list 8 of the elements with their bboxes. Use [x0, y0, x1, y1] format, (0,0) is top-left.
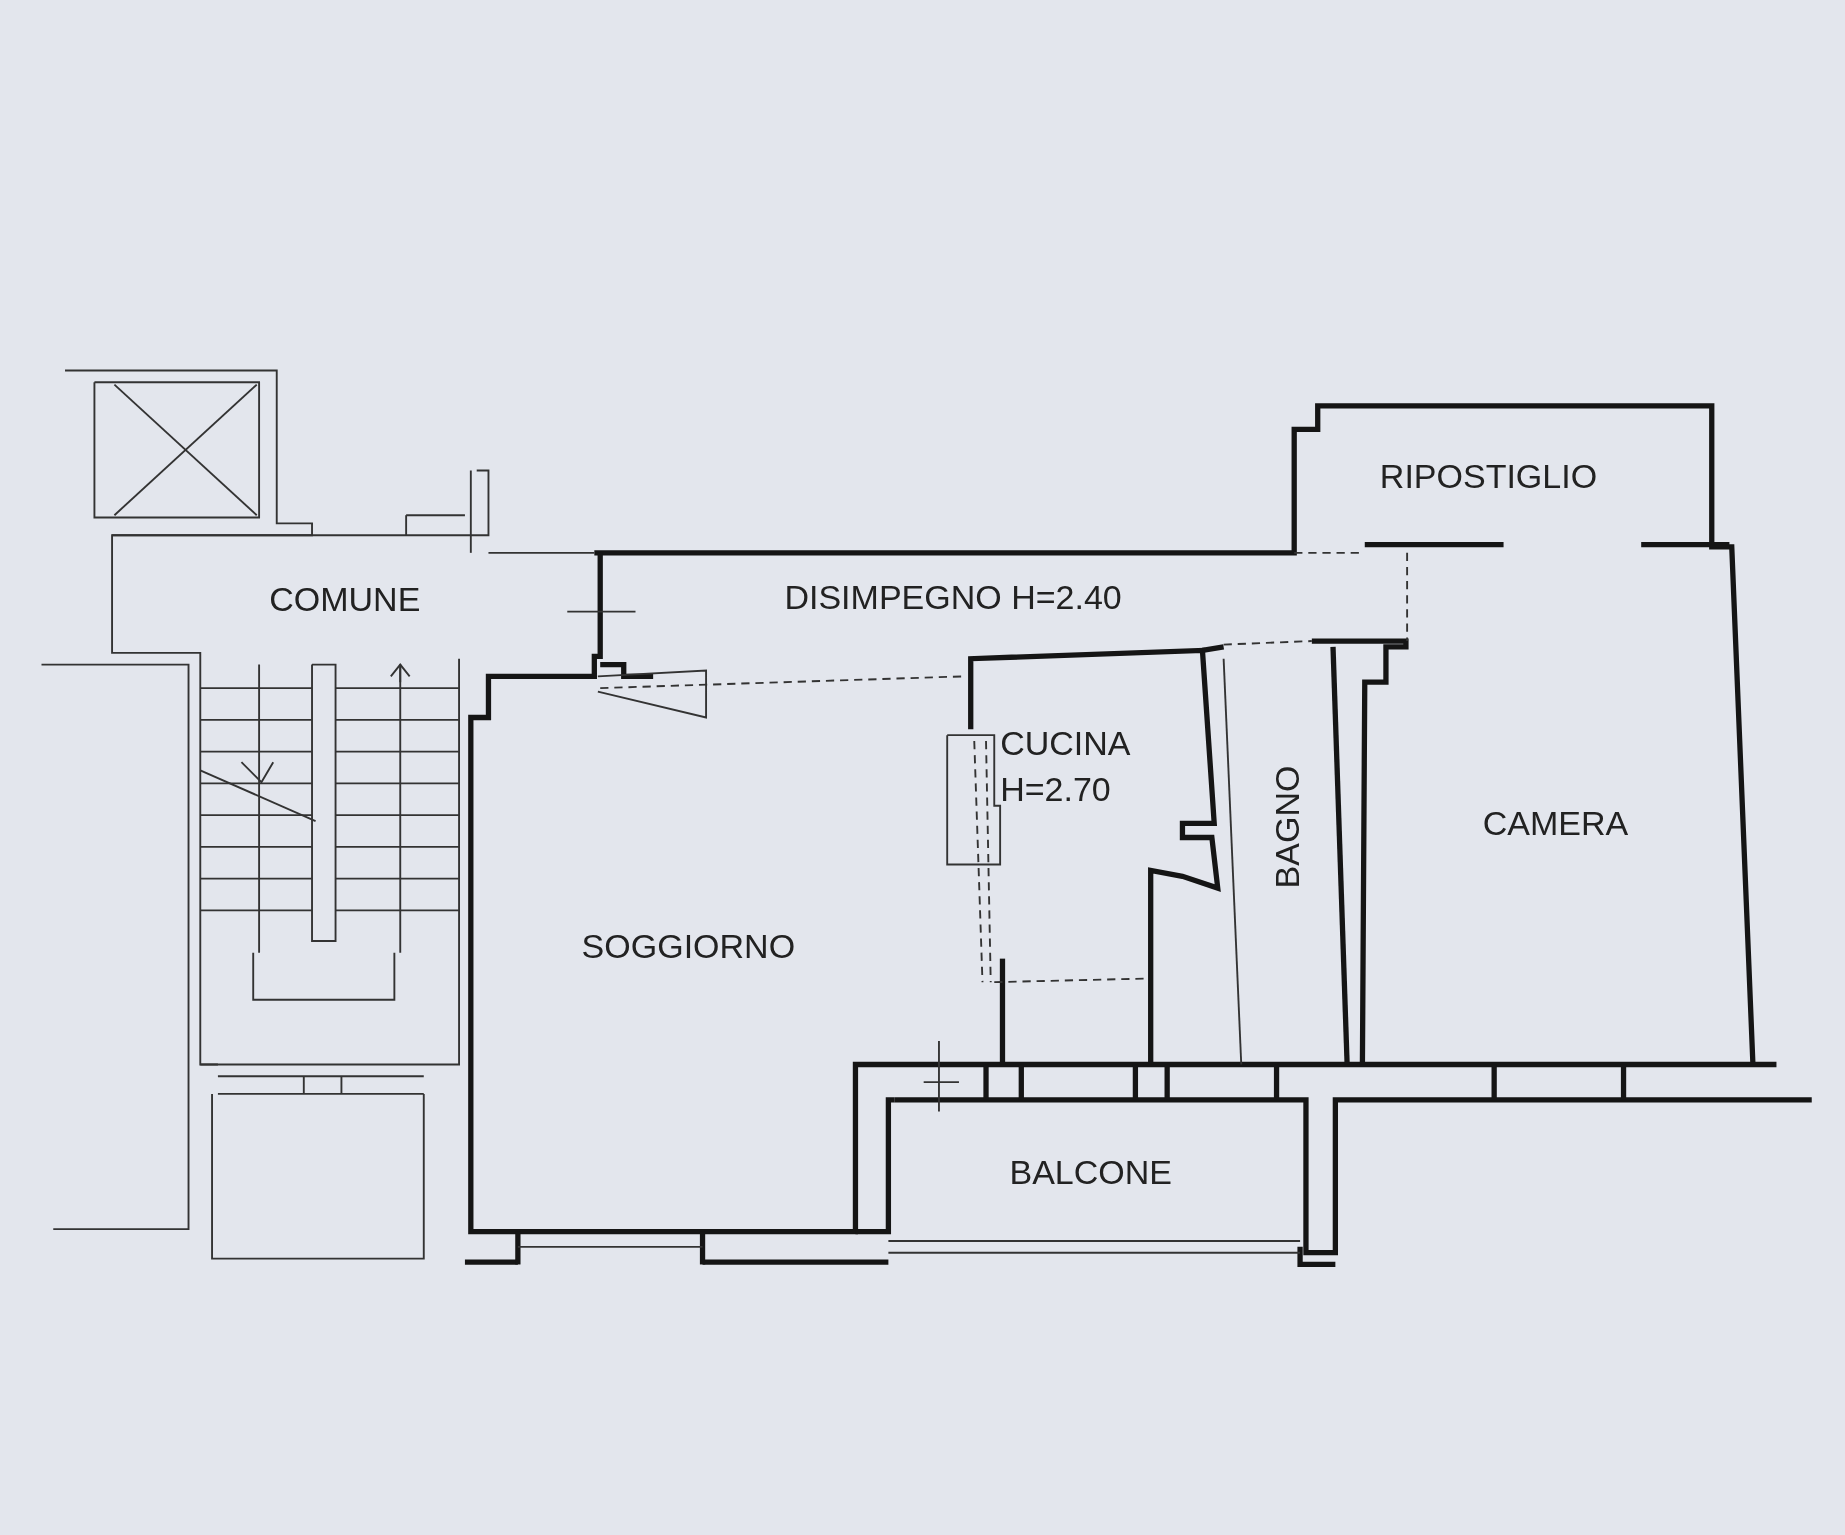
room-label: BAGNO: [1265, 765, 1312, 889]
room-label: RIPOSTIGLIO: [1379, 453, 1598, 500]
room-label: COMUNE: [269, 577, 421, 624]
room-label: BALCONE: [1009, 1150, 1172, 1197]
room-label: CUCINA H=2.70: [1000, 721, 1177, 814]
room-label: SOGGIORNO: [581, 924, 796, 971]
room-label: DISIMPEGNO H=2.40: [784, 574, 1122, 621]
room-label: CAMERA: [1482, 800, 1629, 847]
